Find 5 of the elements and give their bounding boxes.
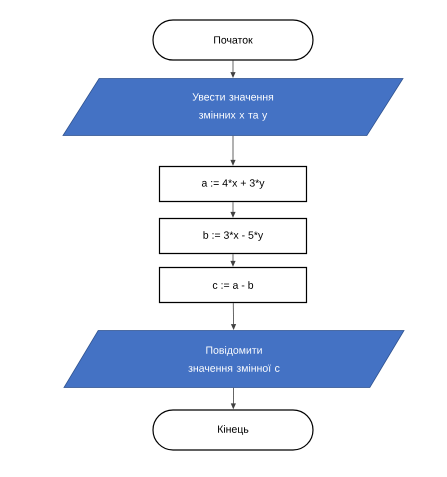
terminal-box: Кінець bbox=[152, 409, 314, 451]
process-box: c := a - b bbox=[158, 266, 308, 304]
process-box: b := 3*x - 5*y bbox=[158, 218, 308, 254]
terminal-box: Початок bbox=[152, 19, 314, 61]
process-box: a := 4*x + 3*y bbox=[158, 166, 308, 202]
